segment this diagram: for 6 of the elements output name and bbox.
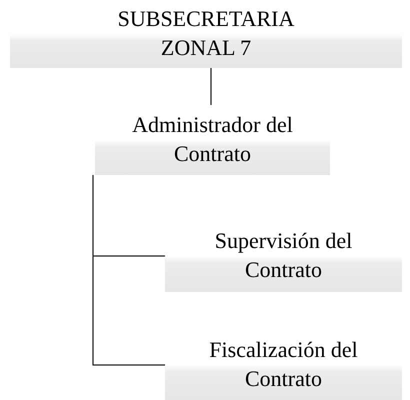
node-label: Fiscalización del Contrato — [208, 336, 359, 393]
node-label: Administrador del Contrato — [131, 111, 294, 168]
connector-line — [210, 68, 212, 106]
connector-line — [92, 174, 166, 366]
node-label: Supervisión del Contrato — [214, 227, 354, 284]
node-label: SUBSECRETARIA ZONAL 7 — [116, 5, 296, 62]
